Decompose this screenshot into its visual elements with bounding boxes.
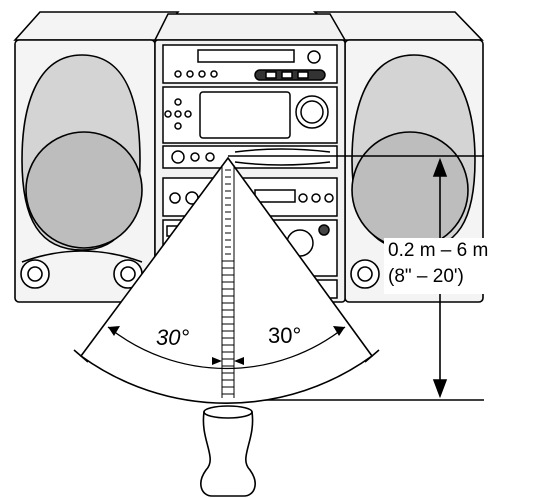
range-label-background xyxy=(384,238,496,294)
reception-cone xyxy=(73,156,380,404)
range-label-imperial: (8" – 20') xyxy=(388,266,464,287)
angle-label-left: 30° xyxy=(156,325,190,350)
angle-label-right: 30° xyxy=(268,323,302,348)
left-speaker-icon xyxy=(13,11,180,303)
remote-control-icon xyxy=(200,405,256,497)
range-label-metric: 0.2 m – 6 m xyxy=(388,240,489,261)
